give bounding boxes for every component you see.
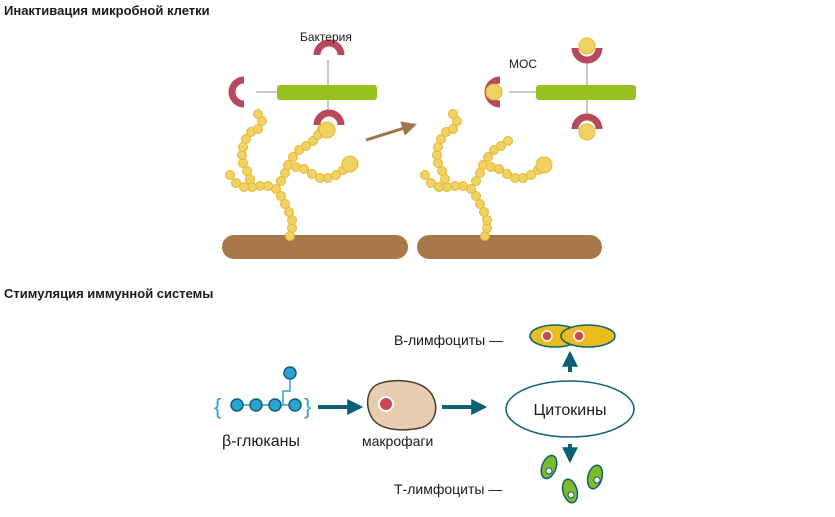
surface-bar-right [417, 235, 602, 259]
bacterium-right [484, 37, 636, 141]
section-title-inactivation: Инактивация микробной клетки [4, 3, 210, 18]
moc-label: МОС [509, 57, 537, 71]
moc-bound-top [578, 37, 596, 55]
macrophages-label: макрофаги [362, 433, 433, 449]
beta-glucans-label: β-глюканы [222, 433, 300, 450]
cytokines-label: Цитокины [533, 402, 606, 419]
svg-text:}: } [304, 394, 311, 419]
beta-glucan-molecule: { } [214, 366, 311, 419]
transition-arrow [365, 121, 417, 142]
cytokines-node [505, 380, 635, 438]
moc-bound-bottom [578, 123, 596, 141]
b-lymphocytes-label: В-лимфоциты — [394, 332, 503, 348]
t-lymphocytes-label: Т-лимфоциты — [394, 481, 502, 497]
section-title-immune-stimulation: Стимуляция иммунной системы [4, 286, 214, 301]
moc-chain-right [420, 109, 553, 241]
surface-bar-left [222, 235, 408, 259]
t-lymphocytes-cells [540, 454, 604, 504]
moc-bound-left [485, 83, 503, 101]
moc-chain-left [225, 109, 359, 241]
bacterium-left [228, 39, 377, 126]
svg-text:{: { [214, 394, 221, 419]
macrophage-cell [366, 379, 437, 431]
bacteria-label: Бактерия [300, 30, 352, 44]
b-lymphocytes-cells [529, 324, 616, 348]
